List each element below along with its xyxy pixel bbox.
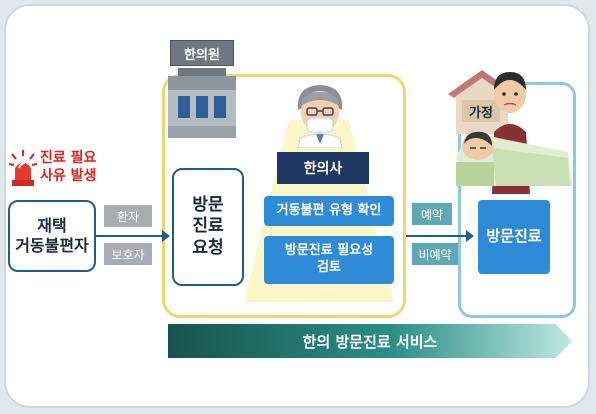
patient-line2: 거동불편자 bbox=[15, 236, 89, 255]
arrow-left-connector bbox=[96, 235, 168, 237]
request-line2: 진료 bbox=[192, 216, 224, 237]
visit-treatment-box: 방문진료 bbox=[478, 200, 550, 274]
arrow-right-connector bbox=[406, 235, 468, 237]
home-sign: 가정 bbox=[462, 100, 500, 122]
alarm-line1: 진료 필요 bbox=[40, 150, 97, 166]
clinic-sign: 한의원 bbox=[170, 40, 234, 66]
arrow-left-head bbox=[162, 230, 170, 242]
family-icon bbox=[456, 62, 574, 194]
step-review-necessity: 방문진료 필요성 검토 bbox=[264, 236, 394, 284]
patient-line1: 재택 bbox=[37, 216, 67, 235]
request-line3: 요청 bbox=[192, 237, 224, 258]
tag-guardian: 보호자 bbox=[104, 243, 152, 265]
alarm-siren-icon bbox=[8, 148, 38, 188]
doctor-label: 한의사 bbox=[277, 152, 369, 184]
alarm-line2: 사유 발생 bbox=[40, 168, 97, 185]
service-banner: 한의 방문진료 서비스 bbox=[168, 324, 572, 358]
clinic-building-icon bbox=[164, 44, 240, 142]
step2-line2: 검토 bbox=[317, 260, 341, 275]
clinic-frame bbox=[162, 74, 406, 318]
alarm-text: 진료 필요 사유 발생 bbox=[40, 149, 96, 185]
visit-request-box: 방문 진료 요청 bbox=[172, 168, 244, 286]
tag-reserved: 예약 bbox=[412, 203, 452, 225]
arrow-right-head bbox=[466, 230, 474, 242]
doctor-icon bbox=[290, 80, 350, 149]
step-check-mobility: 거동불편 유형 확인 bbox=[264, 196, 394, 226]
step2-line1: 방문진료 필요성 bbox=[284, 243, 374, 259]
banner-text: 한의 방문진료 서비스 bbox=[302, 332, 438, 351]
request-line1: 방문 bbox=[192, 195, 224, 216]
tag-unreserved: 비예약 bbox=[412, 243, 458, 265]
tag-patient: 환자 bbox=[104, 205, 152, 227]
patient-box: 재택 거동불편자 bbox=[8, 200, 96, 272]
